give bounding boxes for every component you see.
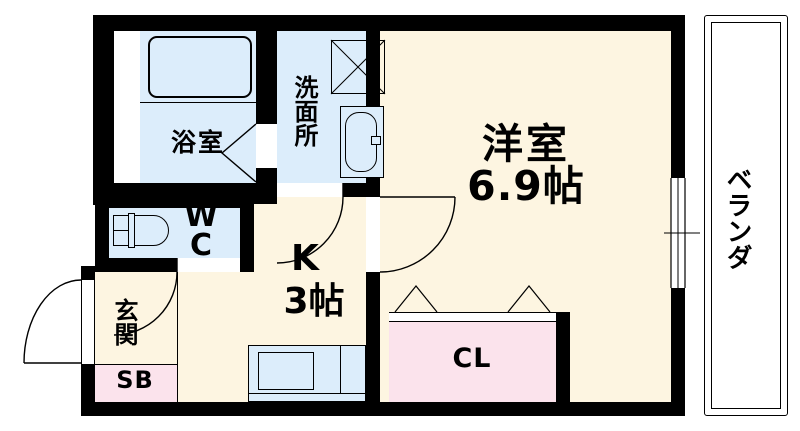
wall-wc-right	[240, 196, 254, 272]
toilet-label-text: W C	[184, 199, 218, 263]
closet-track-line-top	[389, 312, 556, 313]
entrance-divider	[177, 272, 178, 402]
washbasin-tap	[371, 136, 381, 145]
wall-wc-top	[95, 196, 254, 208]
toilet-label: W C	[176, 199, 226, 263]
entrance-label: 玄関	[110, 298, 138, 346]
shoebox-divider	[95, 364, 177, 365]
bedroom-door-opening	[366, 197, 380, 272]
shoebox-label: SB	[116, 366, 154, 394]
toilet-seat-line	[113, 230, 129, 231]
bedroom-label: 洋室	[482, 120, 570, 168]
bedroom-floor-notch	[633, 31, 671, 43]
bathroom-label: 浴室	[170, 128, 225, 157]
closet-label: CL	[452, 343, 492, 374]
entrance-door-opening	[81, 280, 95, 364]
kitchen-counter-split	[340, 345, 341, 394]
veranda-label: ベランダ	[722, 166, 752, 270]
toilet-tank	[128, 213, 135, 248]
shoebox-floor	[95, 364, 177, 402]
toilet-door-opening	[177, 258, 240, 272]
bathtub	[148, 36, 252, 98]
veranda-outer-rail	[704, 15, 788, 416]
wall-left-wc	[95, 196, 109, 272]
veranda-inner-rail	[711, 22, 781, 409]
washroom-label: 洗面所	[290, 75, 318, 147]
veranda-floor	[704, 15, 788, 416]
wall-bottom	[81, 402, 685, 416]
entrance-door-symbol	[23, 279, 82, 364]
kitchen-counter-front	[248, 393, 366, 394]
kitchen-sink-basin	[258, 352, 314, 390]
closet-floor	[389, 318, 556, 402]
wall-closet-right	[556, 312, 570, 402]
wall-top	[93, 15, 685, 31]
wall-bedroom-left-lower	[366, 272, 380, 402]
closet-track-line-bottom	[389, 321, 556, 322]
kitchen-counter-outline	[248, 345, 366, 402]
kitchen-label: K	[291, 238, 319, 279]
bathtub-edge-line	[140, 102, 256, 103]
wall-bath-washroom	[256, 15, 277, 124]
wall-left-upper	[93, 15, 114, 205]
kitchen-size-label: 3帖	[283, 281, 345, 322]
wall-right	[671, 15, 685, 416]
bedroom-size-label: 6.9帖	[467, 162, 585, 210]
entrance-opening-line-b	[94, 280, 95, 364]
washroom-door-opening	[277, 183, 343, 197]
kitchen-counter	[248, 345, 366, 402]
closet-door-track	[389, 312, 556, 322]
entrance-opening-line-a	[81, 280, 82, 364]
washing-machine-space	[331, 40, 385, 94]
